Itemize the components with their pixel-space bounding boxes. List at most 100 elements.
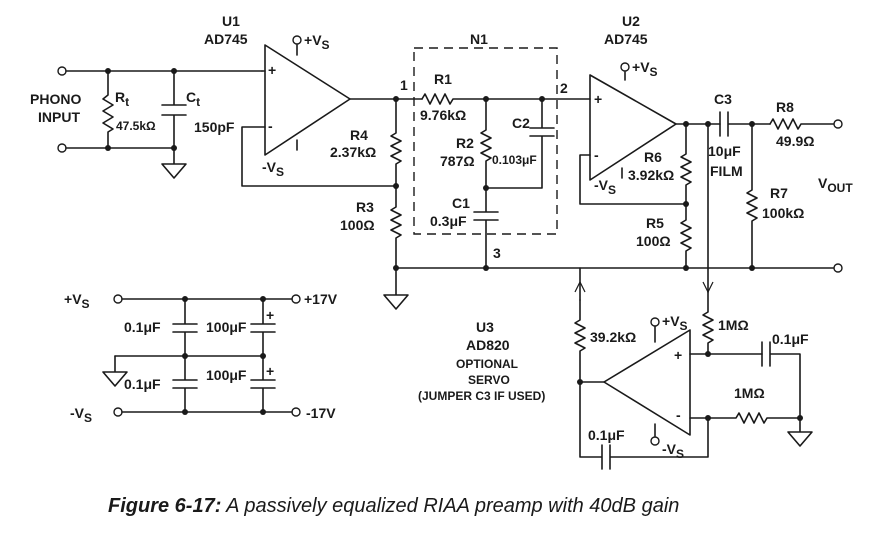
r6-resistor <box>680 123 692 205</box>
u1-opamp <box>241 35 397 187</box>
c2-label: C2 <box>512 115 530 131</box>
c1-capacitor <box>473 187 499 269</box>
supply-c01-b-value: 0.1μF <box>124 376 161 392</box>
c-01-servo-capacitor <box>761 341 801 419</box>
r1-label: R1 <box>434 71 452 87</box>
r-1m-a-value: 1MΩ <box>718 317 749 333</box>
r-1m-b-resistor <box>689 412 801 424</box>
vout-terminal <box>833 119 843 129</box>
r5-resistor <box>680 203 692 269</box>
r6-value: 3.92kΩ <box>628 167 674 183</box>
r6-label: R6 <box>644 149 662 165</box>
u2-vminus: -VS <box>594 177 616 197</box>
u3-ref: U3 <box>476 319 494 335</box>
r2-value: 787Ω <box>440 153 475 169</box>
u2-vplus: +VS <box>632 59 658 79</box>
u3-plus-sign: + <box>674 347 682 363</box>
ct-value: 150pF <box>194 119 235 135</box>
r8-value: 49.9Ω <box>776 133 814 149</box>
node-2-label: 2 <box>560 80 568 96</box>
r7-resistor <box>746 123 758 269</box>
node-1-label: 1 <box>400 77 408 93</box>
c-01-feedback-capacitor <box>579 381 709 470</box>
u2-ref: U2 <box>622 13 640 29</box>
phono-input-terminal-top <box>57 66 67 76</box>
u3-note-jumper: (JUMPER C3 IF USED) <box>418 389 545 403</box>
u1-minus-sign: - <box>268 118 273 134</box>
c3-capacitor <box>719 111 771 137</box>
input-ground-icon <box>161 147 187 179</box>
node-3-label: 3 <box>493 245 501 261</box>
u2-plus-sign: + <box>594 91 602 107</box>
n1-label: N1 <box>470 31 488 47</box>
supply-vplus-label: +VS <box>64 291 90 311</box>
r2-resistor <box>480 98 492 189</box>
r3-label: R3 <box>356 199 374 215</box>
supply-c100-a-value: 100μF <box>206 319 247 335</box>
supply-vminus-label: -VS <box>70 405 92 425</box>
c2-capacitor <box>485 98 555 189</box>
c3-type: FILM <box>710 163 743 179</box>
r1-resistor <box>421 93 543 105</box>
rt-label: Rt <box>115 89 129 109</box>
rt-resistor <box>102 70 114 149</box>
u1-vminus: -VS <box>262 159 284 179</box>
phono-label-1: PHONO <box>30 91 81 107</box>
c2-value: 0.103μF <box>492 153 537 167</box>
u2-opamp <box>579 62 687 205</box>
supply-bypass <box>102 294 301 417</box>
phono-label-2: INPUT <box>38 109 80 125</box>
r4-resistor <box>390 98 402 187</box>
c3-value: 10μF <box>708 143 741 159</box>
supply-minus17: -17V <box>306 405 336 421</box>
r3-value: 100Ω <box>340 217 375 233</box>
r7-label: R7 <box>770 185 788 201</box>
c-01-feedback-value: 0.1μF <box>588 427 625 443</box>
u3-opamp <box>603 317 691 446</box>
u3-part: AD820 <box>466 337 510 353</box>
rt-value: 47.5kΩ <box>116 119 156 133</box>
supply-c100-b-value: 100μF <box>206 367 247 383</box>
ct-capacitor <box>161 70 187 149</box>
phono-input-section <box>57 66 263 179</box>
c1-value: 0.3μF <box>430 213 467 229</box>
r8-label: R8 <box>776 99 794 115</box>
r2-label: R2 <box>456 135 474 151</box>
u3-vminus: -VS <box>662 441 684 461</box>
u3-note-optional: OPTIONAL <box>456 357 518 371</box>
u1-ref: U1 <box>222 13 240 29</box>
c1-label: C1 <box>452 195 470 211</box>
main-ground-icon <box>383 267 409 310</box>
r5-value: 100Ω <box>636 233 671 249</box>
r-1m-b-value: 1MΩ <box>734 385 765 401</box>
r4-value: 2.37kΩ <box>330 144 376 160</box>
r5-label: R5 <box>646 215 664 231</box>
u3-vplus: +VS <box>662 313 688 333</box>
supply-plus17: +17V <box>304 291 338 307</box>
r7-value: 100kΩ <box>762 205 804 221</box>
r1-value: 9.76kΩ <box>420 107 466 123</box>
supply-c100-b-plus: + <box>266 363 274 379</box>
vout-label: VOUT <box>818 175 853 195</box>
r8-resistor <box>769 118 835 130</box>
figure-caption: Figure 6-17: A passively equalized RIAA … <box>108 495 679 517</box>
servo-ground-icon <box>787 417 813 447</box>
c3-label: C3 <box>714 91 732 107</box>
r-1m-a-resistor <box>702 291 714 355</box>
phono-input-terminal-bottom <box>57 143 67 153</box>
u1-plus-sign: + <box>268 62 276 78</box>
c-01-servo-value: 0.1μF <box>772 331 809 347</box>
u1-part: AD745 <box>204 31 248 47</box>
r-39k-resistor <box>574 299 586 381</box>
u2-part: AD745 <box>604 31 648 47</box>
supply-ground-icon <box>102 355 128 387</box>
r4-label: R4 <box>350 127 368 143</box>
supply-c01-a-value: 0.1μF <box>124 319 161 335</box>
r3-resistor <box>390 185 402 269</box>
u2-minus-sign: - <box>594 147 599 163</box>
u3-minus-sign: - <box>676 407 681 423</box>
supply-c100-a-plus: + <box>266 307 274 323</box>
u1-vplus: +VS <box>304 32 330 52</box>
ct-label: Ct <box>186 89 200 109</box>
